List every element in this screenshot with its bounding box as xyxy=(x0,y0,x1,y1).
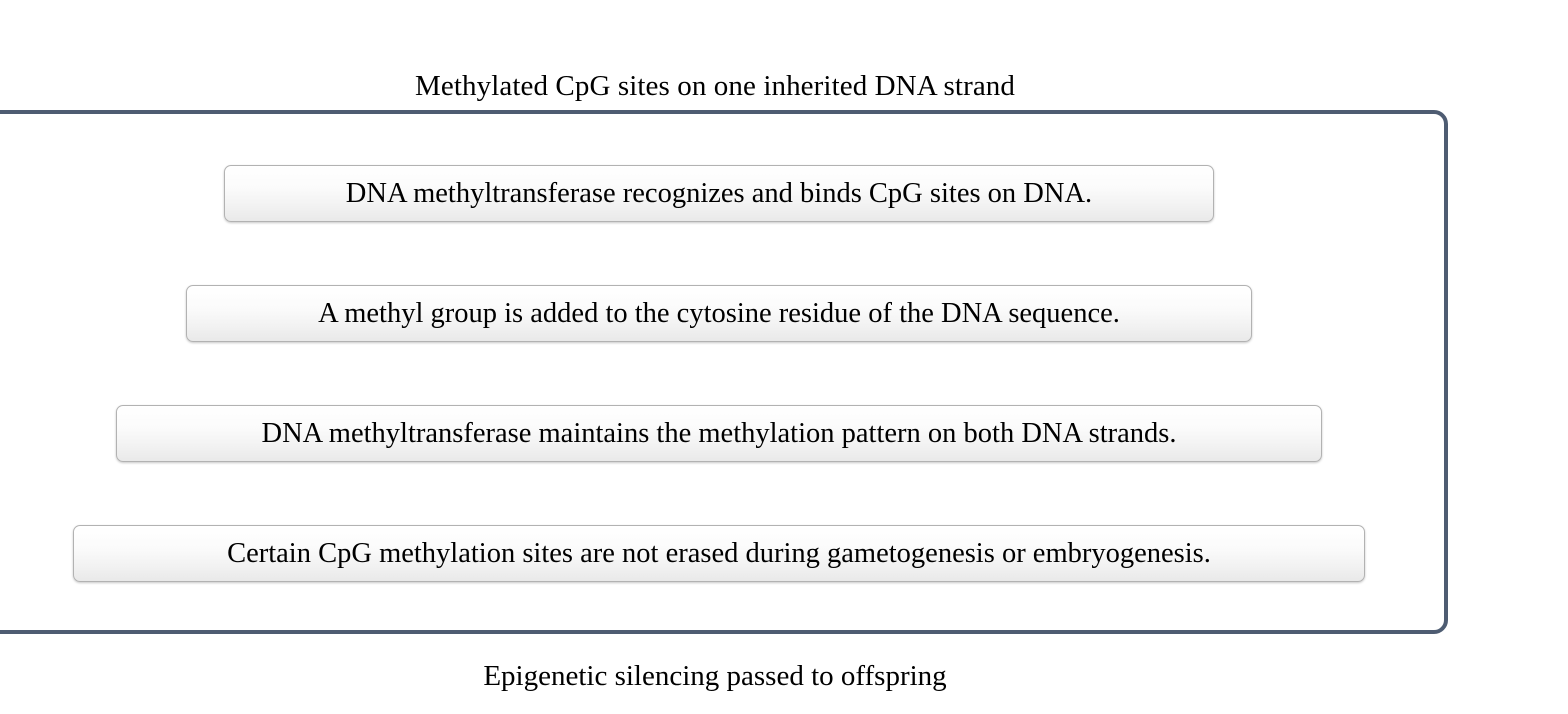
step-box-3[interactable]: DNA methyltransferase maintains the meth… xyxy=(116,405,1322,462)
step-label-2: A methyl group is added to the cytosine … xyxy=(318,297,1120,329)
step-box-2[interactable]: A methyl group is added to the cytosine … xyxy=(186,285,1252,342)
diagram-title: Methylated CpG sites on one inherited DN… xyxy=(414,70,1015,102)
step-box-1[interactable]: DNA methyltransferase recognizes and bin… xyxy=(224,165,1214,222)
flow-container: DNA methyltransferase recognizes and bin… xyxy=(0,110,1448,634)
step-label-3: DNA methyltransferase maintains the meth… xyxy=(261,417,1177,449)
step-label-1: DNA methyltransferase recognizes and bin… xyxy=(345,177,1093,209)
step-label-4: Certain CpG methylation sites are not er… xyxy=(227,537,1211,569)
step-box-4[interactable]: Certain CpG methylation sites are not er… xyxy=(73,525,1365,582)
step-list: DNA methyltransferase recognizes and bin… xyxy=(0,114,1444,630)
diagram-footer-caption: Epigenetic silencing passed to offspring xyxy=(483,660,947,692)
